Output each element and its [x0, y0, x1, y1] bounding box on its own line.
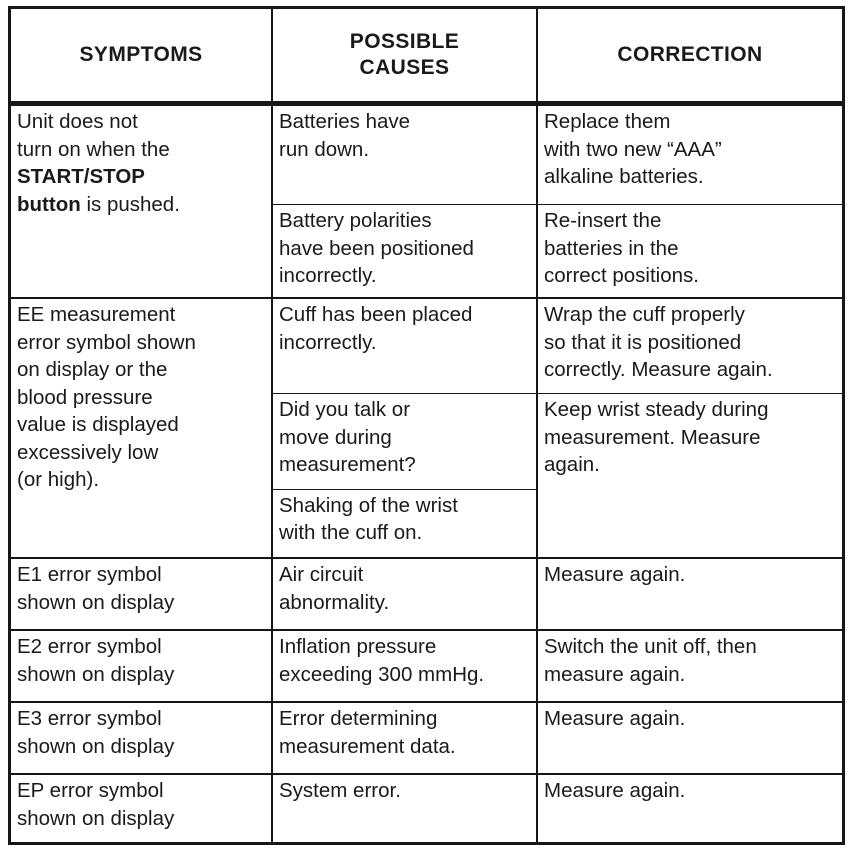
- column-header-symptoms-label: SYMPTOMS: [79, 43, 203, 67]
- column-header-correction: CORRECTION: [536, 9, 842, 101]
- correction-column: Measure again.: [536, 775, 842, 844]
- correction-column: Measure again.: [536, 703, 842, 773]
- column-header-possible-causes-label: POSSIBLE CAUSES: [350, 29, 459, 80]
- correction-cell: Measure again.: [544, 707, 686, 730]
- possible-causes-line-2: CAUSES: [359, 56, 450, 79]
- cause-column: System error.: [271, 775, 536, 844]
- symptom-text-bold-button: button: [17, 192, 81, 216]
- symptom-text-part-2: is pushed.: [80, 192, 180, 216]
- cause-cell: System error.: [279, 779, 401, 802]
- column-header-symptoms: SYMPTOMS: [11, 9, 271, 101]
- correction-column: Measure again.: [536, 559, 842, 629]
- symptom-text-bold-start-stop: START/STOP: [17, 165, 145, 189]
- column-header-correction-label: CORRECTION: [617, 43, 763, 67]
- troubleshooting-table: SYMPTOMS POSSIBLE CAUSES CORRECTION Unit…: [8, 6, 845, 845]
- correction-cell: Measure again.: [544, 563, 686, 586]
- table-header-row: SYMPTOMS POSSIBLE CAUSES CORRECTION: [11, 9, 842, 106]
- possible-causes-line-1: POSSIBLE: [349, 30, 460, 54]
- correction-cell: Measure again.: [544, 779, 686, 802]
- column-header-possible-causes: POSSIBLE CAUSES: [271, 9, 536, 101]
